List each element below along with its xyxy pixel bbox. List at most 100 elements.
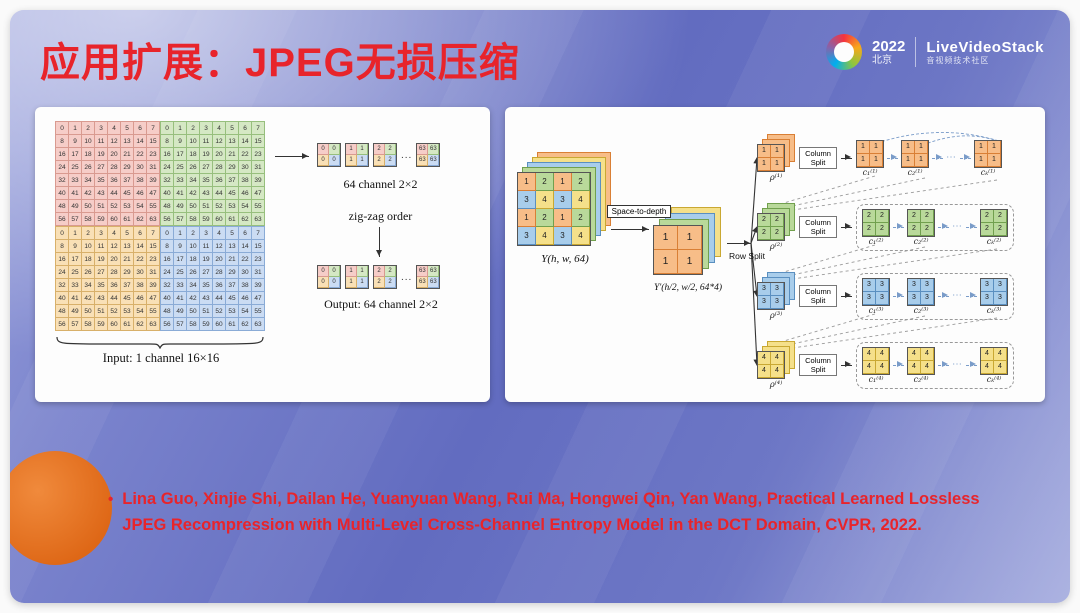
- grid-cell: 26: [82, 266, 95, 279]
- grid-cell: 63: [252, 213, 265, 226]
- grid-cell: 18: [82, 148, 95, 161]
- grid-cell: 47: [147, 187, 160, 200]
- grid-cell: 0: [161, 122, 174, 135]
- brand-year: 2022: [872, 37, 906, 55]
- slide: 应用扩展：JPEG无损压缩 2022 北京 LiveVideoStack 音视频…: [10, 10, 1070, 603]
- stack-cell: 3: [758, 295, 771, 309]
- stack-cell: 1: [554, 209, 572, 227]
- stack-cell: 1: [678, 250, 702, 274]
- grid-cell: 40: [161, 187, 174, 200]
- grid-cell: 3: [200, 122, 213, 135]
- grid-cell: 4: [108, 122, 121, 135]
- rho-label: ρ⁽²⁾: [769, 241, 783, 252]
- underbrace: [56, 336, 264, 349]
- grid-cell: 25: [174, 161, 187, 174]
- stack-cell: 1: [518, 209, 536, 227]
- grid-cell: 61: [121, 213, 134, 226]
- channel-cell: 0: [318, 266, 329, 277]
- grid-cell: 18: [187, 253, 200, 266]
- citation: • Lina Guo, Xinjie Shi, Dailan He, Yuany…: [108, 487, 1008, 538]
- coeff-cell: 3: [981, 278, 994, 292]
- grid-cell: 12: [108, 135, 121, 148]
- grid-cell: 37: [226, 174, 239, 187]
- grid-cell: 19: [95, 253, 108, 266]
- dashed-arrow: [966, 361, 977, 368]
- zigzag-order-label: zig-zag order: [348, 209, 413, 223]
- grid-cell: 16: [161, 148, 174, 161]
- grid-cell: 59: [200, 213, 213, 226]
- grid-cell: 35: [95, 174, 108, 187]
- grid-cell: 53: [226, 305, 239, 318]
- grid-cell: 7: [147, 122, 160, 135]
- channel-cell: 0: [329, 266, 340, 277]
- grid-cell: 34: [82, 174, 95, 187]
- dashed-arrow: [938, 292, 949, 299]
- coeff-cell: 4: [981, 360, 994, 374]
- stack-cell: 2: [536, 209, 554, 227]
- coeff-cell: 2: [994, 222, 1007, 236]
- row-split-label: Row Split: [729, 251, 765, 261]
- grid-cell: 59: [200, 318, 213, 331]
- grid-cell: 52: [213, 200, 226, 213]
- grid-cell: 24: [161, 161, 174, 174]
- grid-cell: 21: [226, 253, 239, 266]
- grid-cell: 27: [200, 161, 213, 174]
- coeff-cell: 1: [915, 140, 928, 154]
- channel-cell: 0: [329, 155, 340, 166]
- coeff-label: c₂⁽²⁾: [913, 236, 929, 246]
- column-split-label: Column Split: [799, 146, 837, 170]
- grid-cell: 19: [95, 148, 108, 161]
- stack-cell: 3: [518, 227, 536, 245]
- grid-cell: 6: [134, 227, 147, 240]
- coeff-cell: 2: [921, 222, 934, 236]
- grid-cell: 33: [174, 174, 187, 187]
- grid-cell: 48: [161, 305, 174, 318]
- grid-cell: 56: [161, 318, 174, 331]
- grid-cell: 16: [56, 253, 69, 266]
- grid-cell: 33: [174, 279, 187, 292]
- grid-cell: 38: [239, 174, 252, 187]
- coeff-cell: 2: [921, 209, 934, 223]
- rho-label: ρ⁽³⁾: [769, 310, 783, 321]
- grid-cell: 28: [108, 266, 121, 279]
- grid-cell: 54: [134, 200, 147, 213]
- stack-cell: 3: [554, 191, 572, 209]
- grid-cell: 45: [121, 292, 134, 305]
- grid-cell: 32: [161, 279, 174, 292]
- grid-cell: 43: [200, 187, 213, 200]
- grid-cell: 2: [187, 227, 200, 240]
- rho-label: ρ⁽¹⁾: [769, 172, 783, 183]
- grid-cell: 11: [95, 240, 108, 253]
- grid-cell: 15: [252, 135, 265, 148]
- column-split-arrow: [841, 154, 852, 161]
- grid-cell: 28: [213, 161, 226, 174]
- ellipsis: ...: [401, 149, 413, 161]
- grid-cell: 16: [161, 253, 174, 266]
- stack-cell: 3: [518, 191, 536, 209]
- grid-cell: 42: [187, 292, 200, 305]
- channel-cell: 2: [385, 155, 396, 166]
- stack-cell: 4: [771, 351, 784, 365]
- channel-cell: 63: [428, 155, 440, 166]
- grid-cell: 20: [108, 253, 121, 266]
- grid-cell: 26: [187, 266, 200, 279]
- grid-cell: 6: [239, 227, 252, 240]
- grid-cell: 13: [121, 135, 134, 148]
- grid-cell: 37: [121, 279, 134, 292]
- coeff-cell: 3: [921, 278, 934, 292]
- grid-cell: 29: [121, 161, 134, 174]
- coeff-cell: 1: [870, 140, 883, 154]
- grid-cell: 11: [200, 135, 213, 148]
- grid-cell: 30: [239, 266, 252, 279]
- coeff-cell: 4: [994, 360, 1007, 374]
- stack-cell: 2: [536, 173, 554, 191]
- channel-cell: 1: [357, 144, 368, 155]
